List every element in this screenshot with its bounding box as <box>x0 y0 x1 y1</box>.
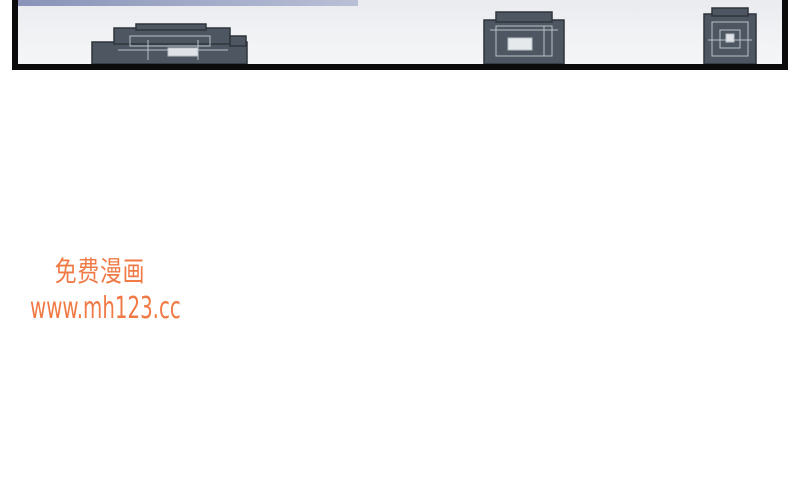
comic-panel-top <box>12 0 788 70</box>
watermark-title: 免费漫画 <box>54 255 146 288</box>
building-left-detail <box>118 35 228 60</box>
building-right-detail <box>708 21 752 57</box>
watermark: 免费漫画 www.mh123.cc <box>30 255 181 326</box>
building-left <box>91 23 248 64</box>
panel-sky-strip <box>18 0 358 6</box>
panel-illustration <box>91 7 757 64</box>
building-center-detail <box>490 25 558 57</box>
watermark-url: www.mh123.cc <box>30 291 181 326</box>
